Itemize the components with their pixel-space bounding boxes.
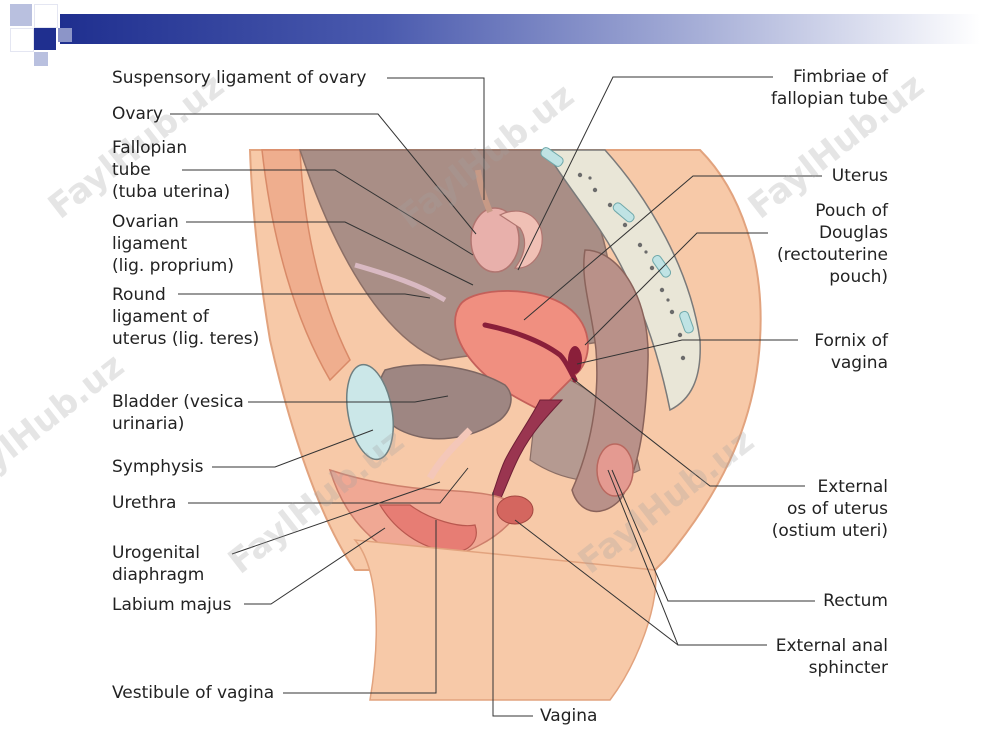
- header-square: [10, 4, 32, 26]
- label-uterus: Uterus: [831, 166, 888, 186]
- uterine-cavity: [482, 322, 578, 383]
- label-rectum: Rectum: [823, 591, 888, 611]
- label-pouch-of-douglas: Pouch of Douglas (rectouterine pouch): [777, 201, 888, 287]
- leader-lines: [170, 76, 822, 717]
- vestibule: [496, 495, 534, 525]
- intervertebral-discs: [540, 147, 694, 334]
- labium-majus: [378, 504, 477, 553]
- header-square: [58, 28, 72, 42]
- label-urethra: Urethra: [112, 493, 177, 513]
- abdominal-wall: [261, 149, 351, 382]
- header-square: [34, 28, 56, 50]
- ovary: [470, 207, 520, 273]
- header-square: [10, 28, 34, 52]
- label-round-ligament: Round ligament of uterus (lig. teres): [112, 285, 260, 349]
- header-square: [34, 52, 48, 66]
- sacrum-texture: [577, 172, 686, 361]
- label-fallopian-tube: Fallopian tube (tuba uterina): [112, 138, 231, 202]
- label-vagina: Vagina: [540, 706, 598, 726]
- label-ovarian-ligament: Ovarian ligament (lig. proprium): [112, 212, 234, 276]
- label-symphysis: Symphysis: [112, 457, 204, 477]
- label-fornix-of-vagina: Fornix of vagina: [814, 331, 888, 373]
- label-external-os: External os of uterus (ostium uteri): [771, 477, 888, 541]
- header-bar: [60, 14, 980, 44]
- suspensory-ligament: [475, 169, 493, 214]
- thigh: [353, 539, 657, 701]
- label-vestibule-of-vagina: Vestibule of vagina: [112, 683, 275, 703]
- uterus: [454, 290, 589, 412]
- label-urogenital-diaphragm: Urogenital diaphragm: [112, 543, 205, 585]
- cervix: [568, 346, 582, 374]
- round-ligament: [354, 262, 447, 303]
- label-bladder: Bladder (vesica urinaria): [112, 392, 244, 434]
- label-suspensory-ligament: Suspensory ligament of ovary: [112, 68, 367, 88]
- label-external-anal-sphincter: External anal sphincter: [775, 636, 888, 678]
- urethra: [426, 427, 473, 480]
- rectum: [571, 249, 649, 513]
- fimbriae: [498, 210, 543, 269]
- label-labium-majus: Labium majus: [112, 595, 232, 615]
- header-square: [34, 4, 58, 28]
- anal-sphincter: [596, 443, 634, 497]
- label-fimbriae: Fimbriae of fallopian tube: [770, 67, 888, 109]
- label-ovary: Ovary: [112, 104, 163, 124]
